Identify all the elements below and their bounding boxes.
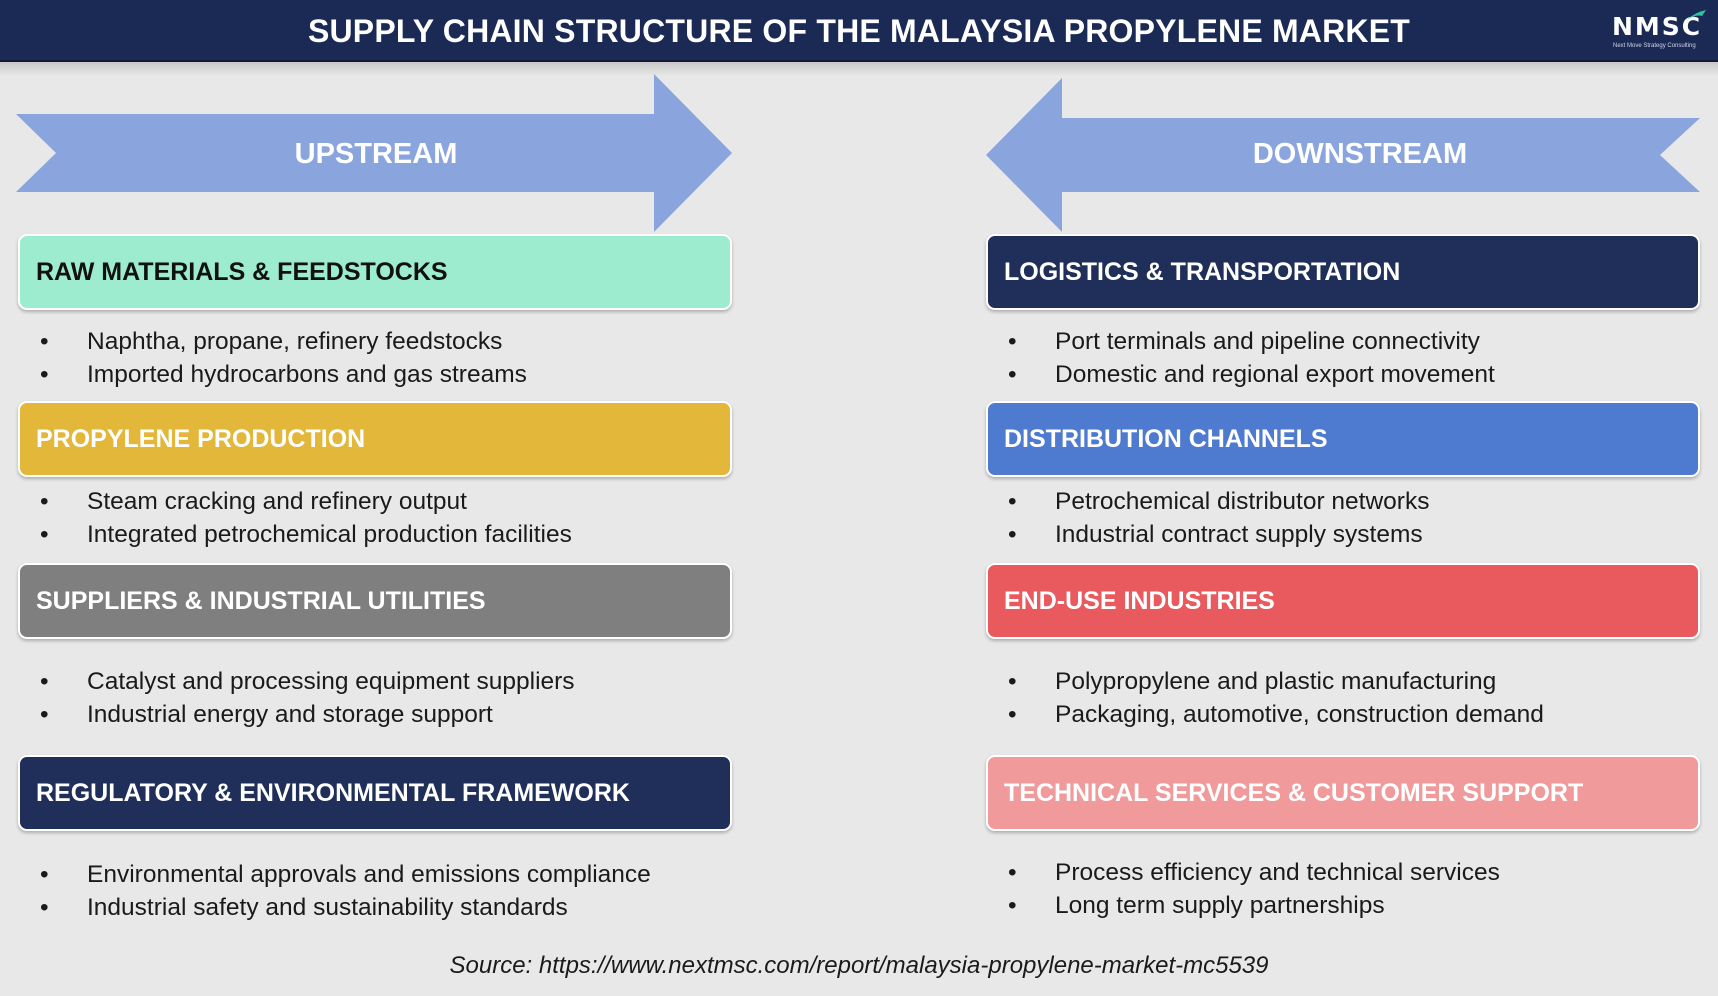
bullet-icon: • bbox=[40, 361, 49, 388]
list-item: • Imported hydrocarbons and gas streams bbox=[20, 358, 527, 391]
raw-materials-list: • Naphtha, propane, refinery feedstocks •… bbox=[20, 325, 527, 391]
list-item: • Polypropylene and plastic manufacturing bbox=[988, 665, 1544, 698]
list-item: • Packaging, automotive, construction dem… bbox=[988, 698, 1544, 731]
list-item-text: Catalyst and processing equipment suppli… bbox=[87, 668, 575, 695]
downstream-arrow bbox=[986, 78, 1700, 232]
list-item-text: Industrial safety and sustainability sta… bbox=[87, 894, 568, 921]
suppliers-list: • Catalyst and processing equipment suppl… bbox=[20, 665, 575, 731]
regulatory-box: REGULATORY & ENVIRONMENTAL FRAMEWORK bbox=[18, 755, 732, 831]
page-title: SUPPLY CHAIN STRUCTURE OF THE MALAYSIA P… bbox=[307, 13, 1411, 49]
suppliers-box: SUPPLIERS & INDUSTRIAL UTILITIES bbox=[18, 563, 732, 639]
downstream-label: DOWNSTREAM bbox=[1252, 138, 1468, 170]
list-item: • Catalyst and processing equipment suppl… bbox=[20, 665, 575, 698]
bullet-icon: • bbox=[40, 668, 49, 695]
list-item: • Integrated petrochemical production fac… bbox=[20, 518, 572, 551]
distribution-list: • Petrochemical distributor networks • Ind… bbox=[988, 485, 1429, 551]
bullet-icon: • bbox=[40, 328, 49, 355]
logo-tagline: Next Move Strategy Consulting bbox=[1613, 43, 1696, 49]
raw-materials-title: RAW MATERIALS & FEEDSTOCKS bbox=[36, 258, 448, 286]
upstream-arrow bbox=[16, 74, 732, 232]
distribution-title: DISTRIBUTION CHANNELS bbox=[1004, 425, 1328, 453]
list-item: • Naphtha, propane, refinery feedstocks bbox=[20, 325, 527, 358]
list-item: • Industrial safety and sustainability st… bbox=[20, 891, 651, 924]
distribution-box: DISTRIBUTION CHANNELS bbox=[986, 401, 1700, 477]
list-item-text: Domestic and regional export movement bbox=[1055, 361, 1495, 388]
source-citation: Source: https://www.nextmsc.com/report/m… bbox=[449, 952, 1269, 979]
bullet-icon: • bbox=[1008, 701, 1017, 728]
bullet-icon: • bbox=[40, 894, 49, 921]
list-item: • Environmental approvals and emissions c… bbox=[20, 858, 651, 891]
list-item: • Industrial contract supply systems bbox=[988, 518, 1429, 551]
propylene-production-list: • Steam cracking and refinery output • Int… bbox=[20, 485, 572, 551]
logistics-title: LOGISTICS & TRANSPORTATION bbox=[1004, 258, 1401, 286]
bullet-icon: • bbox=[40, 861, 49, 888]
bullet-icon: • bbox=[1008, 361, 1017, 388]
end-use-list: • Polypropylene and plastic manufacturing… bbox=[988, 665, 1544, 731]
list-item-text: Steam cracking and refinery output bbox=[87, 488, 467, 515]
list-item: • Industrial energy and storage support bbox=[20, 698, 575, 731]
raw-materials-box: RAW MATERIALS & FEEDSTOCKS bbox=[18, 234, 732, 310]
upstream-label: UPSTREAM bbox=[294, 138, 458, 170]
bullet-icon: • bbox=[40, 488, 49, 515]
list-item: • Domestic and regional export movement bbox=[988, 358, 1495, 391]
logo-text: NMSC bbox=[1612, 12, 1703, 41]
technical-services-list: • Process efficiency and technical servic… bbox=[988, 856, 1500, 922]
propylene-production-title: PROPYLENE PRODUCTION bbox=[36, 425, 366, 453]
regulatory-list: • Environmental approvals and emissions c… bbox=[20, 858, 651, 924]
list-item: • Long term supply partnerships bbox=[988, 889, 1500, 922]
logistics-list: • Port terminals and pipeline connectivit… bbox=[988, 325, 1495, 391]
header-shadow bbox=[0, 62, 1718, 76]
logo-swoosh-icon bbox=[1686, 10, 1706, 20]
list-item-text: Integrated petrochemical production faci… bbox=[87, 521, 572, 548]
technical-services-title: TECHNICAL SERVICES & CUSTOMER SUPPORT bbox=[1004, 779, 1584, 807]
list-item-text: Petrochemical distributor networks bbox=[1055, 488, 1430, 515]
list-item-text: Industrial energy and storage support bbox=[87, 701, 493, 728]
nmsc-logo: NMSC Next Move Strategy Consulting bbox=[1612, 10, 1708, 54]
bullet-icon: • bbox=[1008, 859, 1017, 886]
bullet-icon: • bbox=[1008, 668, 1017, 695]
list-item: • Steam cracking and refinery output bbox=[20, 485, 572, 518]
bullet-icon: • bbox=[1008, 521, 1017, 548]
list-item-text: Process efficiency and technical service… bbox=[1055, 859, 1500, 886]
logistics-box: LOGISTICS & TRANSPORTATION bbox=[986, 234, 1700, 310]
header-bar: SUPPLY CHAIN STRUCTURE OF THE MALAYSIA P… bbox=[0, 0, 1718, 62]
propylene-production-box: PROPYLENE PRODUCTION bbox=[18, 401, 732, 477]
list-item-text: Long term supply partnerships bbox=[1055, 892, 1385, 919]
regulatory-title: REGULATORY & ENVIRONMENTAL FRAMEWORK bbox=[36, 779, 630, 807]
list-item-text: Environmental approvals and emissions co… bbox=[87, 861, 651, 888]
bullet-icon: • bbox=[1008, 892, 1017, 919]
list-item: • Process efficiency and technical servic… bbox=[988, 856, 1500, 889]
list-item-text: Packaging, automotive, construction dema… bbox=[1055, 701, 1544, 728]
bullet-icon: • bbox=[1008, 488, 1017, 515]
bullet-icon: • bbox=[40, 701, 49, 728]
list-item-text: Port terminals and pipeline connectivity bbox=[1055, 328, 1480, 355]
bullet-icon: • bbox=[40, 521, 49, 548]
end-use-box: END-USE INDUSTRIES bbox=[986, 563, 1700, 639]
list-item: • Port terminals and pipeline connectivit… bbox=[988, 325, 1495, 358]
suppliers-title: SUPPLIERS & INDUSTRIAL UTILITIES bbox=[36, 587, 486, 615]
list-item-text: Industrial contract supply systems bbox=[1055, 521, 1423, 548]
technical-services-box: TECHNICAL SERVICES & CUSTOMER SUPPORT bbox=[986, 755, 1700, 831]
end-use-title: END-USE INDUSTRIES bbox=[1004, 587, 1275, 615]
list-item-text: Polypropylene and plastic manufacturing bbox=[1055, 668, 1497, 695]
bullet-icon: • bbox=[1008, 328, 1017, 355]
list-item-text: Naphtha, propane, refinery feedstocks bbox=[87, 328, 503, 355]
list-item-text: Imported hydrocarbons and gas streams bbox=[87, 361, 527, 388]
list-item: • Petrochemical distributor networks bbox=[988, 485, 1429, 518]
